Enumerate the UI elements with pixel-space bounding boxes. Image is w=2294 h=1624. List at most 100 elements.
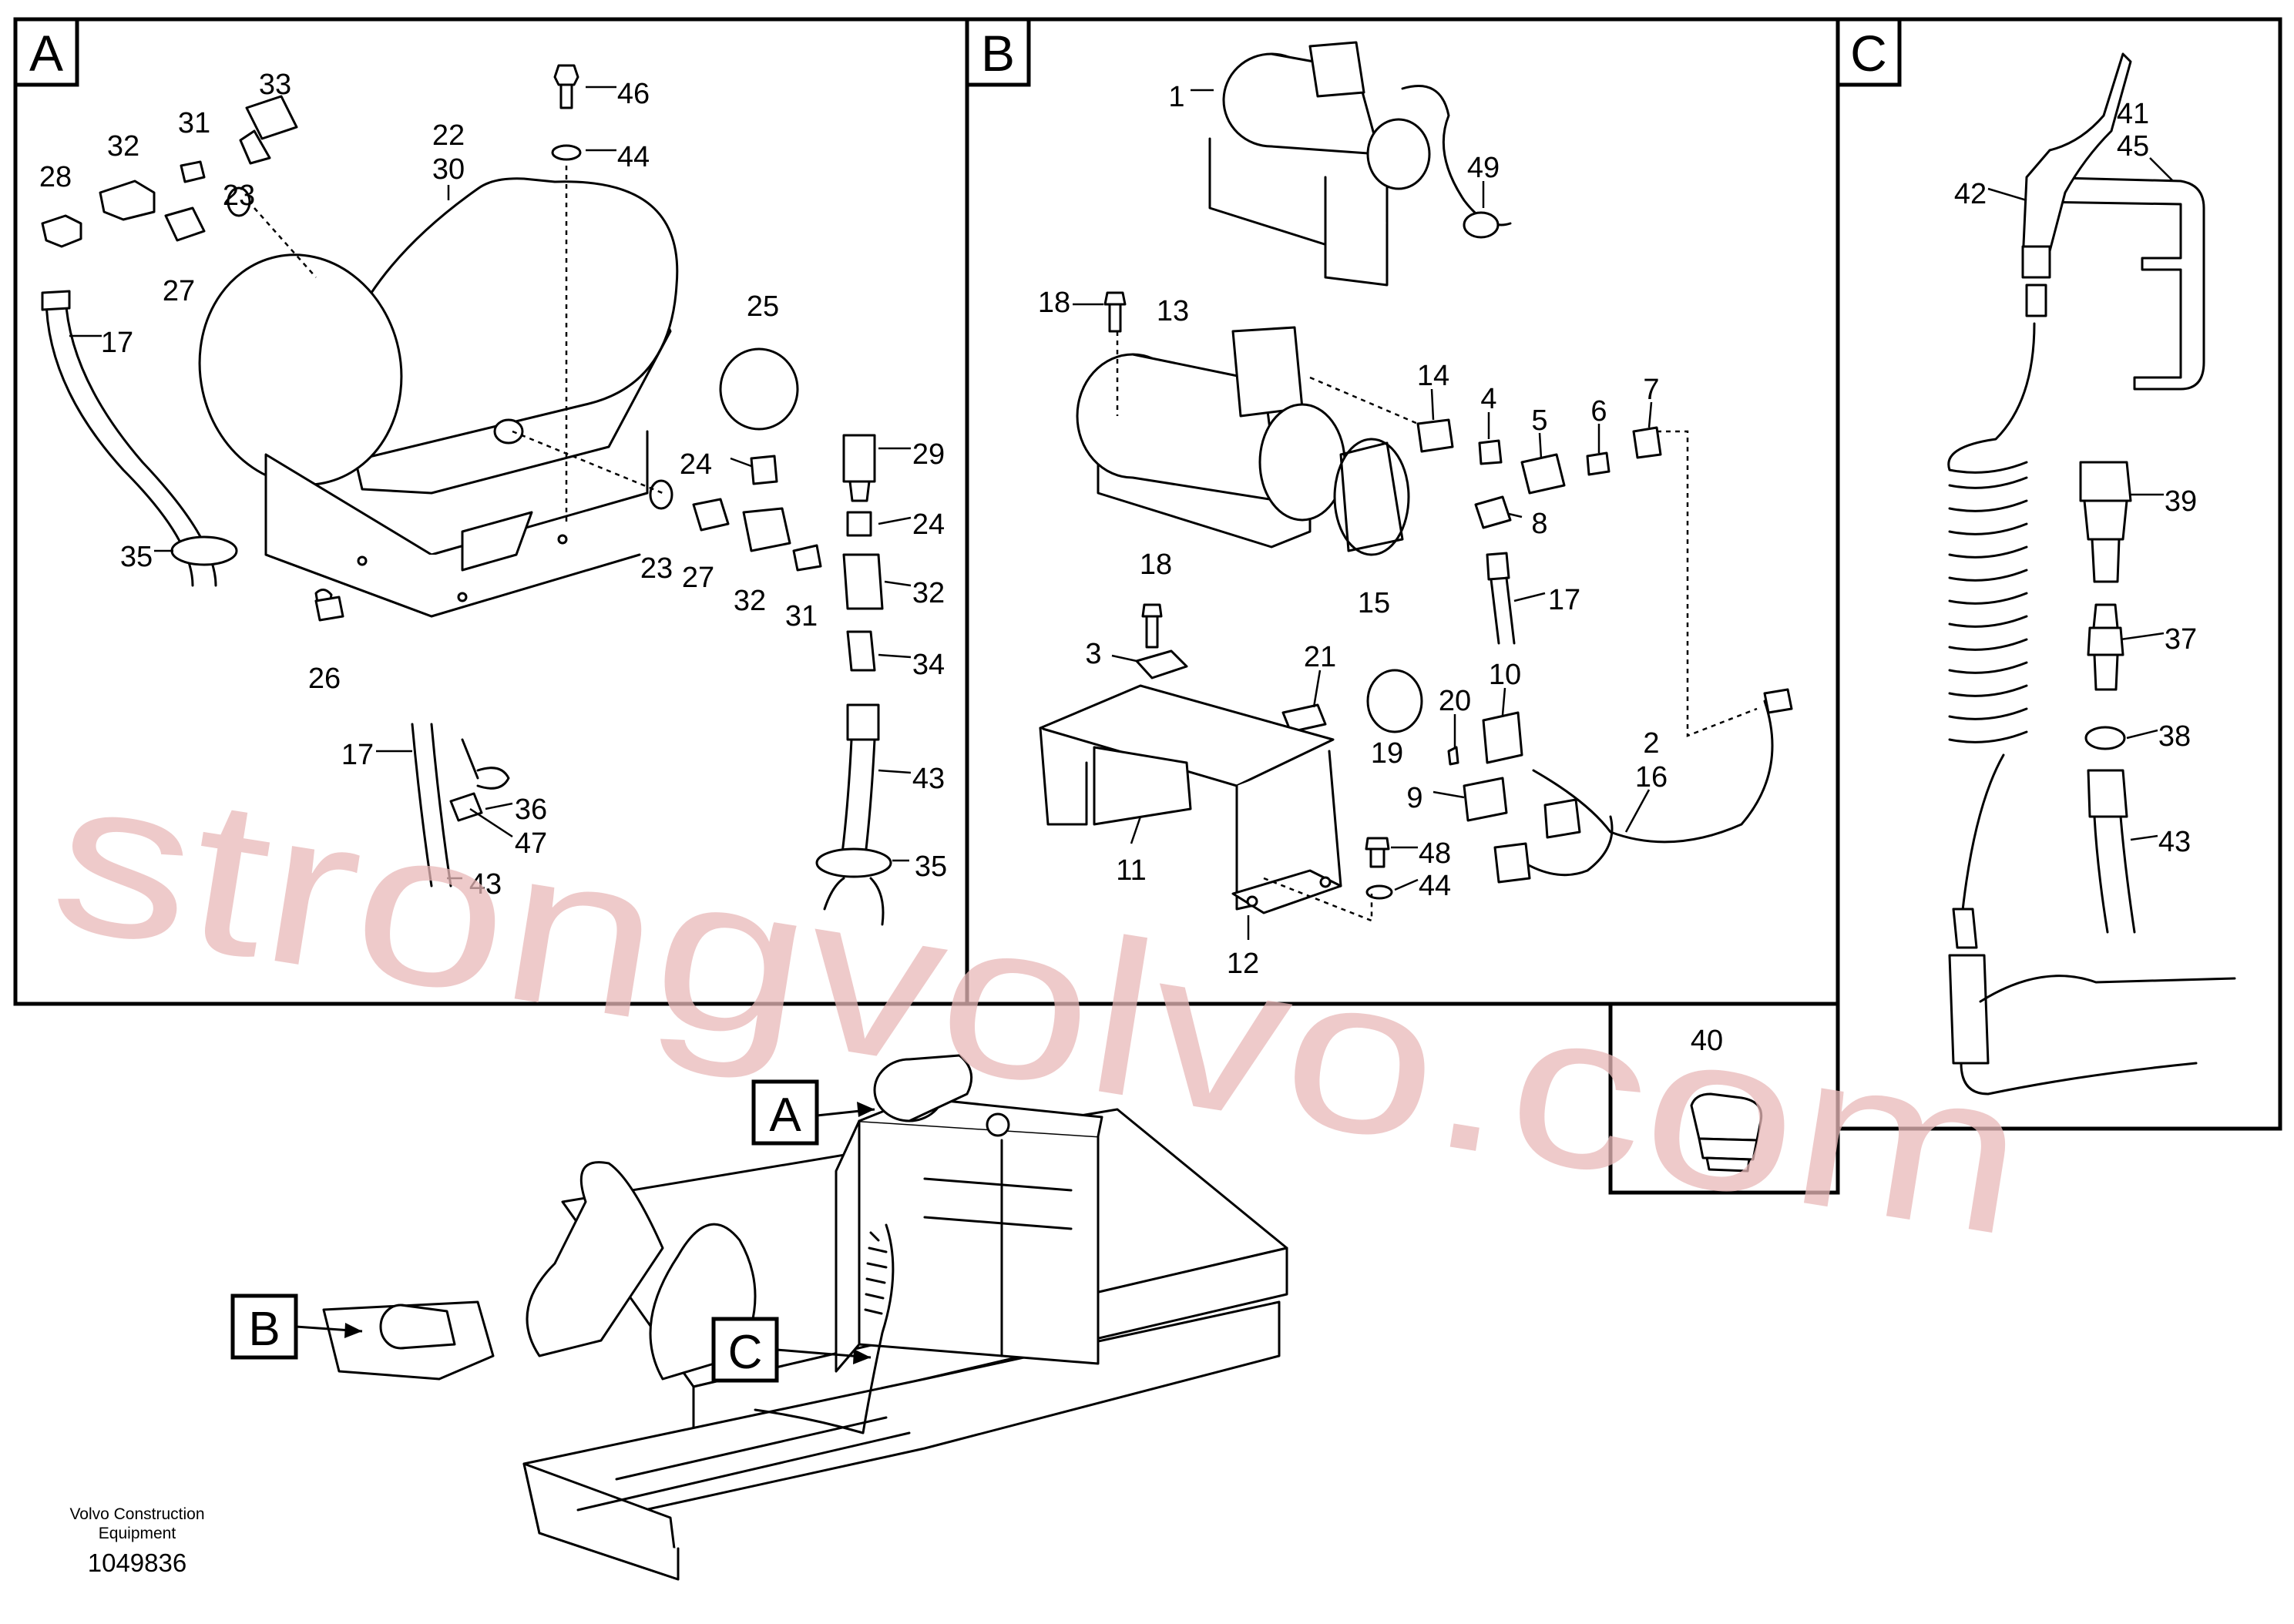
sensor-29-drawing: [842, 434, 876, 502]
item-label-c-4: 37: [2165, 623, 2197, 656]
item-label-b-23: 44: [1419, 870, 1451, 902]
overview-callout-b: B: [230, 1293, 363, 1360]
item-label-a-6: 23: [223, 180, 255, 212]
company-name-line1: Volvo Construction: [69, 1505, 204, 1523]
bolt-18-mid-drawing: [1141, 603, 1163, 649]
leader-line-b-21: [1130, 816, 1142, 844]
air-gun-42-drawing: [2021, 52, 2132, 267]
leader-line-b-13: [1111, 654, 1137, 663]
leader-line-c-2: [1987, 187, 2027, 202]
item-label-b-14: 21: [1304, 641, 1336, 673]
coiled-hose-drawing: [1947, 322, 2036, 926]
item-label-a-23: 17: [341, 739, 374, 771]
drain-26-drawing: [314, 596, 344, 622]
item-label-a-26: 43: [469, 868, 502, 901]
item-label-b-8: 7: [1643, 374, 1659, 406]
item-label-b-2: 18: [1038, 287, 1070, 319]
grommet-19-drawing: [1366, 669, 1423, 733]
overview-callout-b-text: B: [248, 1303, 280, 1356]
leader-line-b-23: [1394, 878, 1419, 891]
panel-d-parts: [1690, 1092, 1763, 1173]
item-label-a-10: 17: [101, 327, 133, 359]
leader-line-b-4: [1430, 388, 1435, 421]
drawing-number: 1049836: [88, 1549, 186, 1577]
item-label-b-21: 11: [1116, 854, 1146, 887]
item-label-a-11: 25: [747, 290, 779, 323]
overview-machine-drawing: [322, 1054, 1288, 1581]
item-label-a-7: 27: [163, 275, 195, 307]
leader-line-c-4: [2120, 632, 2165, 641]
item-label-b-5: 4: [1480, 383, 1496, 415]
item-label-b-13: 3: [1085, 638, 1101, 670]
grommet-35-right-drawing: [815, 847, 892, 878]
item-label-c-5: 38: [2158, 720, 2191, 753]
filter-15-drawing: [1333, 438, 1410, 556]
hose-43-c-drawing: [2087, 769, 2128, 818]
item-label-a-3: 31: [178, 107, 210, 139]
seal-23-drawing: [227, 186, 251, 217]
panel-letter-b: B: [965, 17, 1031, 87]
item-label-a-20: 32: [912, 577, 945, 609]
item-label-b-1: 49: [1467, 152, 1500, 184]
company-name-line2: Equipment: [99, 1525, 176, 1542]
switch-40-drawing: [1690, 1092, 1763, 1142]
clamp-3-drawing: [1135, 649, 1188, 679]
item-label-a-8: 22: [432, 119, 465, 152]
clip-21-drawing: [1281, 703, 1327, 733]
hose-clamp-detail-drawing: [411, 723, 510, 887]
item-label-b-12: 18: [1140, 549, 1172, 581]
panel-c-parts: [1947, 52, 2236, 1096]
item-label-a-16: 23: [640, 552, 673, 585]
panel-letter-c: C: [1836, 17, 1902, 87]
overview-callout-a: A: [751, 1079, 875, 1146]
item-label-c-1: 45: [2117, 130, 2149, 163]
leader-line-a-25: [469, 807, 513, 838]
item-label-b-9: 8: [1531, 508, 1547, 540]
leader-line-c-1: [2149, 157, 2174, 182]
leader-line-a-27: [878, 769, 912, 774]
panel-letter-a: A: [13, 17, 79, 87]
item-label-a-28: 35: [915, 851, 947, 883]
leader-line-a-21: [878, 653, 912, 659]
item-label-b-10: 17: [1548, 584, 1580, 616]
harness-2-drawing: [1532, 700, 1774, 844]
coupler-33-drawing: [239, 95, 298, 165]
washer-44-b-drawing: [1365, 884, 1393, 900]
item-label-a-25: 47: [515, 827, 547, 860]
bracket-11-drawing: [1039, 684, 1342, 914]
item-label-a-19: 31: [785, 600, 818, 632]
fitting-14-drawing: [1416, 418, 1454, 453]
pin-20-drawing: [1447, 746, 1459, 766]
adapter-27-drawing: [164, 206, 206, 242]
item-label-b-24: 12: [1227, 948, 1259, 980]
item-label-b-11: 15: [1358, 587, 1390, 619]
item-label-a-1: 44: [617, 141, 650, 173]
fitting-5-drawing: [1520, 453, 1566, 495]
tee-32-drawing: [99, 180, 156, 221]
leader-line-a-20: [884, 580, 912, 587]
item-label-c-6: 43: [2158, 826, 2191, 858]
bolt-18-top-drawing: [1103, 291, 1127, 333]
cap-24-drawing: [750, 455, 778, 485]
compressor-1-drawing: [1208, 41, 1512, 287]
leader-line-b-9: [1508, 512, 1523, 518]
item-label-b-17: 20: [1439, 685, 1471, 717]
item-label-c-3: 39: [2165, 485, 2197, 518]
item-label-b-20: 16: [1635, 761, 1668, 794]
footer: Volvo Construction Equipment 1049836: [69, 1505, 204, 1577]
leader-line-c-6: [2130, 834, 2158, 841]
leader-line-c-5: [2126, 729, 2158, 740]
panel-frames: [13, 17, 2282, 1195]
item-label-b-6: 5: [1531, 404, 1547, 437]
item-label-a-12: 24: [680, 448, 712, 481]
item-label-b-15: 19: [1371, 737, 1403, 770]
item-label-a-17: 27: [682, 562, 714, 594]
item-label-d-0: 40: [1691, 1025, 1723, 1057]
item-label-b-19: 2: [1643, 727, 1659, 760]
coupler-39-drawing: [2079, 461, 2132, 583]
item-label-b-16: 10: [1489, 659, 1521, 691]
leader-lines: [69, 86, 2174, 940]
item-label-c-0: 41: [2117, 98, 2149, 130]
